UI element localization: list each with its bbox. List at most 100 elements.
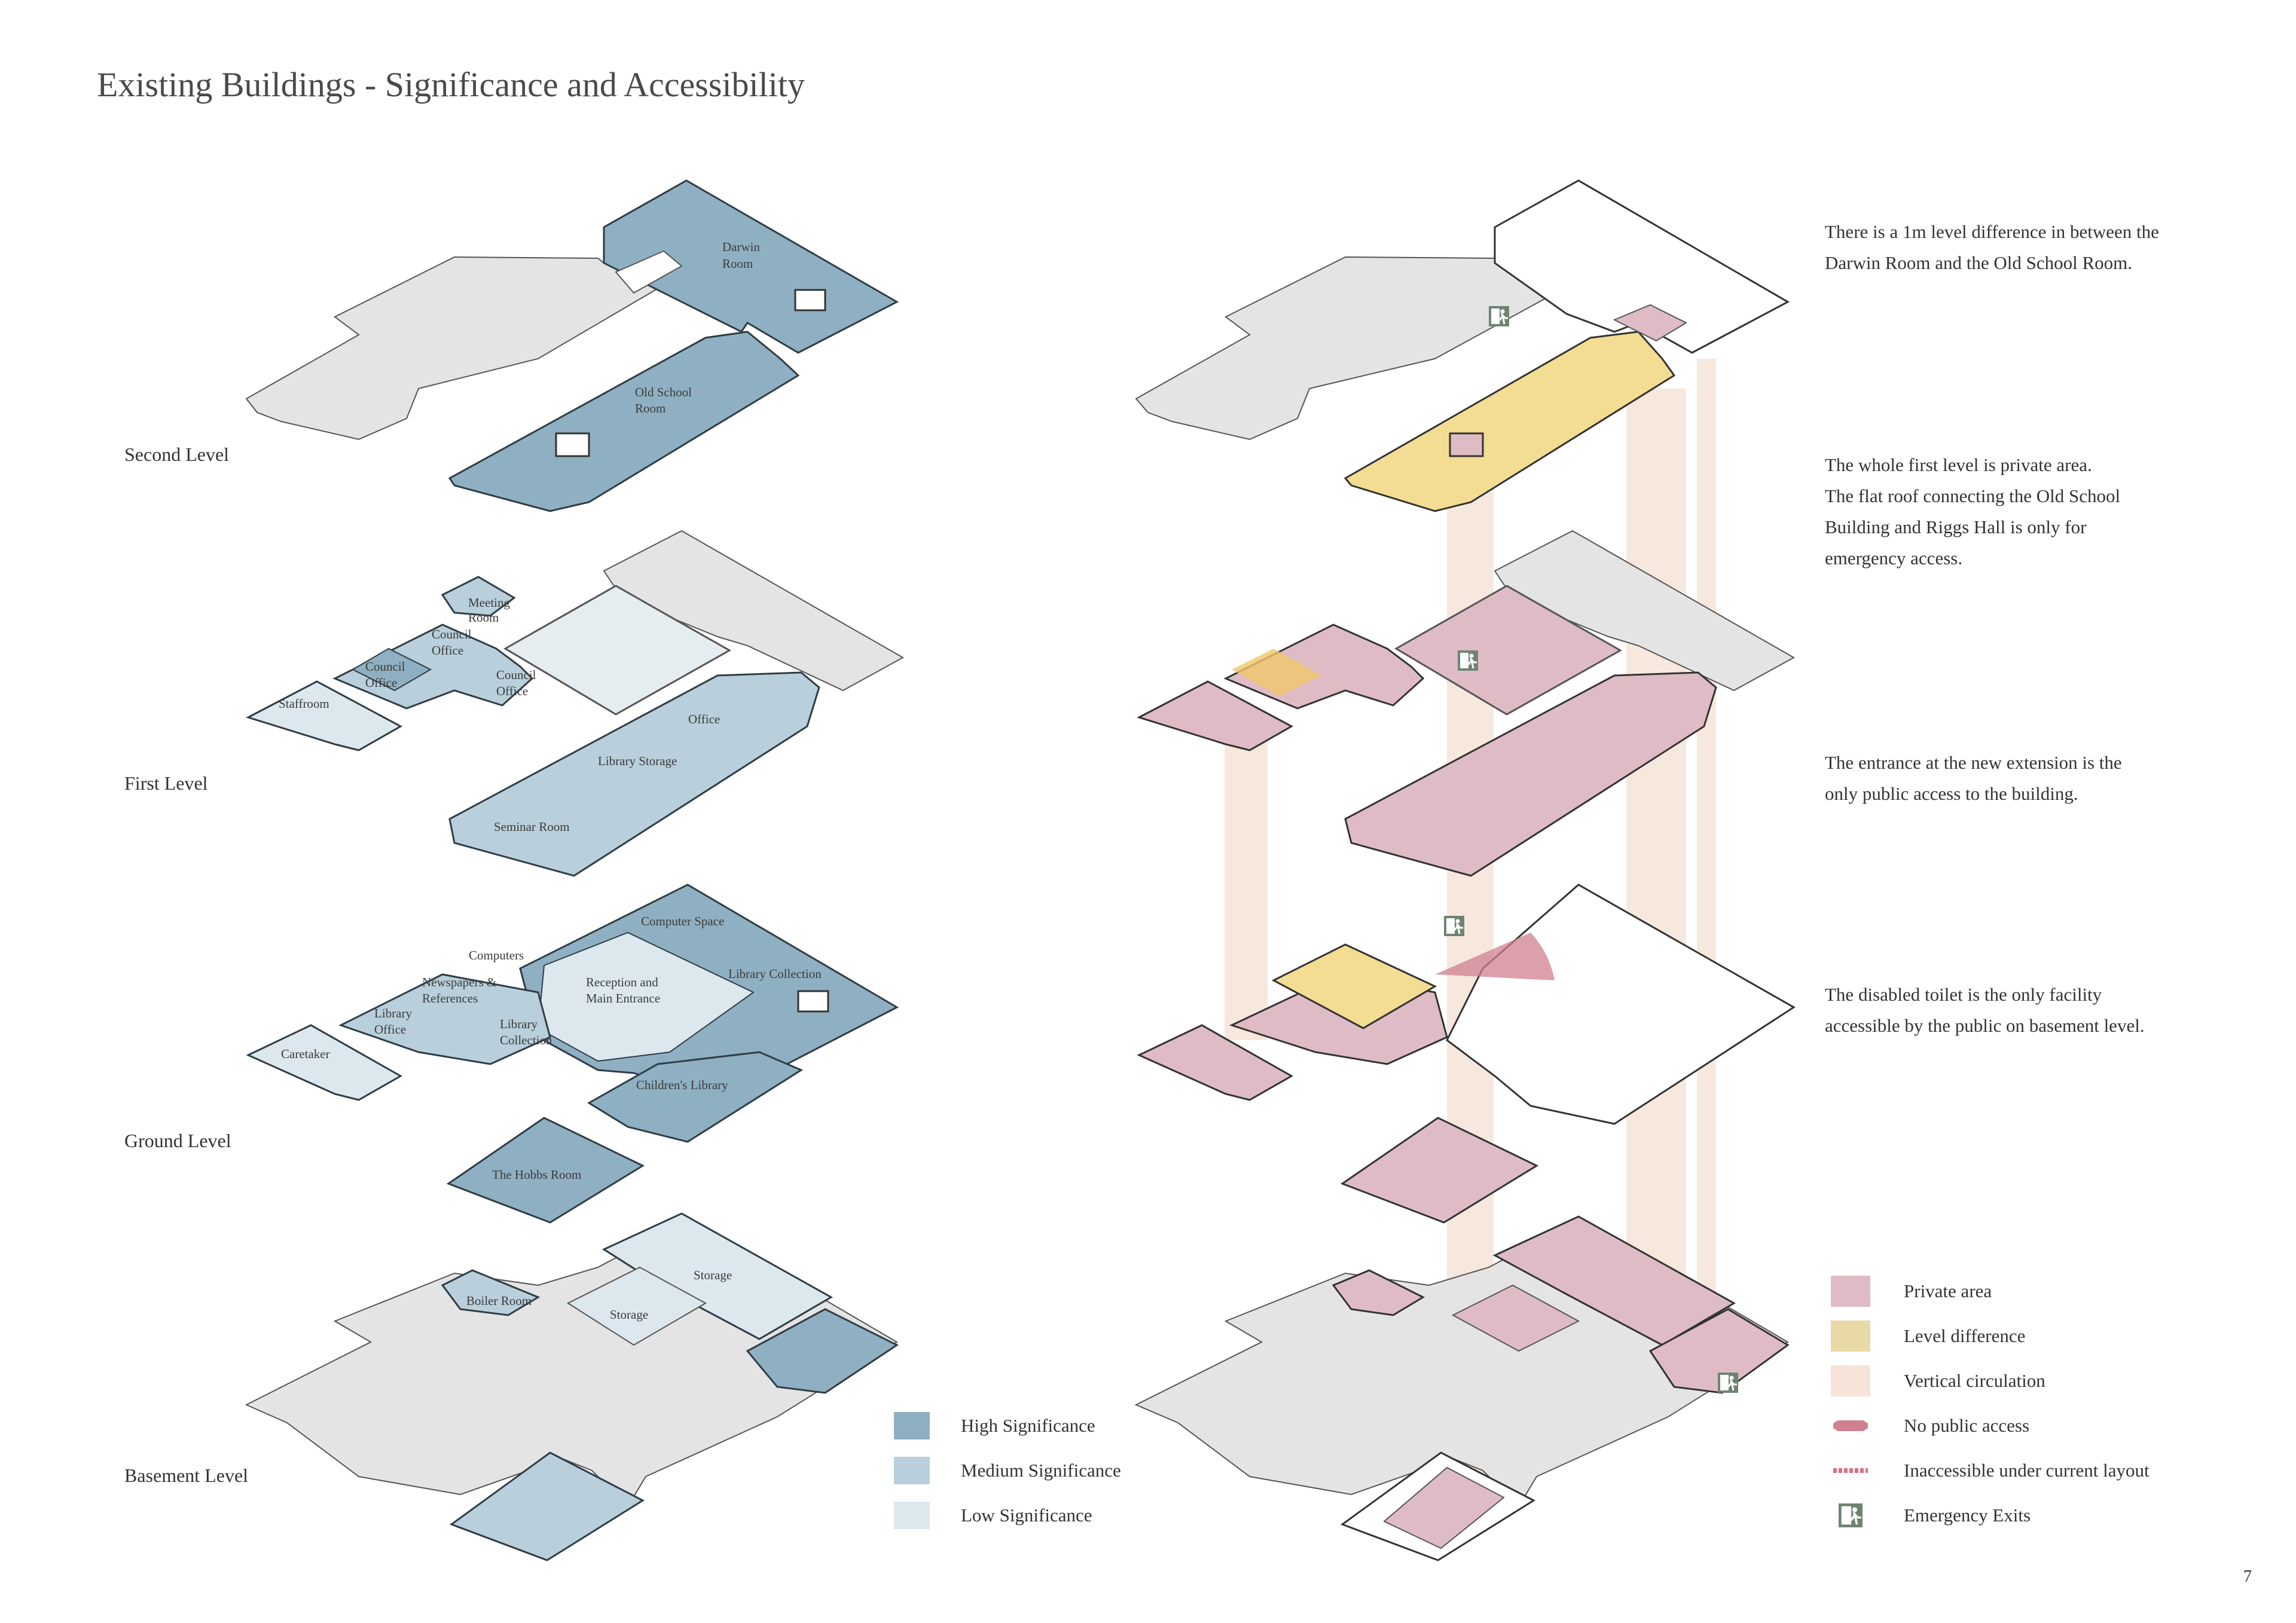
first-level-staffroom <box>246 680 403 751</box>
room-label-old-school: Old School <box>635 385 692 399</box>
page-number: 7 <box>2243 1567 2252 1586</box>
access-basement-level <box>1134 1215 1790 1561</box>
room-label-childrens-library: Children's Library <box>636 1078 728 1092</box>
level-label-first: First Level <box>124 772 208 794</box>
room-label-seminar-room: Seminar Room <box>494 820 570 834</box>
legend-item-private-area: Private area <box>1831 1276 1992 1307</box>
room-label-storage-lower: Storage <box>610 1307 648 1322</box>
access-ground-hobbs-private <box>1340 1117 1539 1224</box>
note-first-level-private: The whole first level is private area. T… <box>1825 454 2121 568</box>
room-label-council-c-2: Office <box>496 684 528 698</box>
legend-item-low: Low Significance <box>894 1502 1092 1529</box>
room-label-hobbs-room: The Hobbs Room <box>492 1167 581 1182</box>
room-label-boiler-room: Boiler Room <box>466 1294 532 1308</box>
room-label-newspapers: Newspapers & <box>422 975 496 989</box>
room-label-meeting-2: Room <box>468 610 499 625</box>
emergency-exit-icon <box>1443 915 1465 937</box>
room-label-library-office: Library <box>374 1006 412 1020</box>
access-second-level-difference <box>1344 331 1676 512</box>
legend-item-high: High Significance <box>894 1412 1095 1439</box>
level-label-second: Second Level <box>124 444 230 465</box>
legend-item-inaccessible: Inaccessible under current layout <box>1831 1455 2150 1486</box>
basement-annex <box>449 1451 645 1561</box>
note-disabled-toilet: The disabled toilet is the only facility… <box>1825 984 2145 1036</box>
level-difference-swatch <box>1831 1321 1870 1352</box>
ground-level-childrens-library <box>587 1051 804 1143</box>
significance-ground-level: Computer Space Computers Newspapers & Re… <box>246 884 899 1224</box>
room-label-council-b: Council <box>365 659 405 674</box>
emergency-exit-icon <box>1717 1371 1739 1394</box>
significance-first-level: Meeting Room Council Office Council Offi… <box>246 530 905 877</box>
access-second-private-area <box>1613 304 1688 342</box>
legend-item-emergency-exits: Emergency Exits <box>1831 1500 2031 1531</box>
access-basement-private-secondary <box>1451 1284 1580 1352</box>
access-first-courtyard <box>1394 585 1623 716</box>
room-label-darwin: Darwin <box>722 240 760 254</box>
room-label-library-collection-small-2: Collection <box>500 1033 552 1047</box>
basement-east-block <box>746 1308 899 1394</box>
private-area-swatch <box>1831 1276 1870 1307</box>
old-school-room-block <box>448 331 800 512</box>
access-ground-no-access-fan <box>1435 933 1555 980</box>
rooflight-second <box>555 432 590 457</box>
access-second-level <box>1135 179 1790 512</box>
emergency-exit-icon <box>1831 1500 1870 1531</box>
medium-significance-swatch <box>894 1457 930 1484</box>
low-significance-swatch <box>894 1502 930 1529</box>
significance-second-level: Darwin Room Old School Room <box>245 179 899 512</box>
legend-item-vertical-circulation: Vertical circulation <box>1831 1365 2045 1396</box>
room-label-caretaker: Caretaker <box>281 1047 330 1061</box>
inaccessible-dashed-icon <box>1831 1455 1870 1486</box>
legend-item-level-difference: Level difference <box>1831 1321 2025 1352</box>
vertical-circulation-swatch <box>1831 1365 1870 1396</box>
hobbs-room <box>446 1117 645 1224</box>
level-label-basement: Basement Level <box>124 1465 249 1486</box>
room-label-library-office-2: Office <box>374 1022 406 1037</box>
access-ground-caretaker <box>1137 1024 1294 1101</box>
rooflight-ground <box>797 990 829 1013</box>
first-level-courtyard <box>503 585 732 716</box>
first-level-office-wing <box>332 623 534 710</box>
room-label-council-b-2: Office <box>365 676 397 690</box>
no-public-access-icon <box>1831 1410 1870 1441</box>
ground-level-caretaker <box>246 1024 403 1101</box>
first-level-main-block <box>448 671 820 877</box>
level-label-ground: Ground Level <box>124 1130 231 1151</box>
access-basement-private-west <box>1332 1269 1425 1316</box>
room-label-office: Office <box>688 712 720 726</box>
room-label-computers: Computers <box>469 948 524 962</box>
access-second-rooflight <box>1449 432 1484 457</box>
access-first-staffroom <box>1137 680 1294 751</box>
room-label-newspapers-2: References <box>422 991 478 1005</box>
access-first-main-block <box>1344 671 1717 877</box>
page-title: Existing Buildings - Significance and Ac… <box>97 65 805 104</box>
access-ground-level <box>1137 884 1796 1224</box>
room-label-reception-2: Main Entrance <box>586 991 660 1005</box>
room-label-library-storage: Library Storage <box>598 754 677 768</box>
room-label-library-collection-small: Library <box>500 1017 538 1031</box>
legend-item-no-public-access: No public access <box>1831 1410 2029 1441</box>
high-significance-swatch <box>894 1412 930 1439</box>
emergency-exit-icon <box>1457 649 1479 672</box>
access-ground-level-difference <box>1271 943 1437 1029</box>
room-label-old-school-2: Room <box>635 401 665 415</box>
rooflight-darwin <box>794 289 826 311</box>
stair-void <box>615 250 683 294</box>
access-ground-outline <box>1446 884 1796 1125</box>
first-level-council-dark <box>351 647 432 692</box>
room-label-meeting: Meeting <box>468 595 510 610</box>
basement-storage-lower <box>566 1266 707 1346</box>
room-label-storage-upper: Storage <box>694 1268 732 1282</box>
access-basement-annex-private <box>1383 1466 1505 1549</box>
room-label-council-c: Council <box>496 668 536 682</box>
legend-item-medium: Medium Significance <box>894 1457 1121 1484</box>
room-label-computer-space: Computer Space <box>641 914 724 928</box>
note-level-difference: There is a 1m level difference in betwee… <box>1825 221 2159 273</box>
access-first-level <box>1137 530 1796 877</box>
access-basement-east-block <box>1648 1308 1790 1394</box>
note-public-access: The entrance at the new extension is the… <box>1825 752 2122 804</box>
room-label-darwin-2: Room <box>722 256 753 271</box>
access-second-grey-area <box>1135 256 1568 441</box>
first-level-meeting-room <box>441 576 516 617</box>
